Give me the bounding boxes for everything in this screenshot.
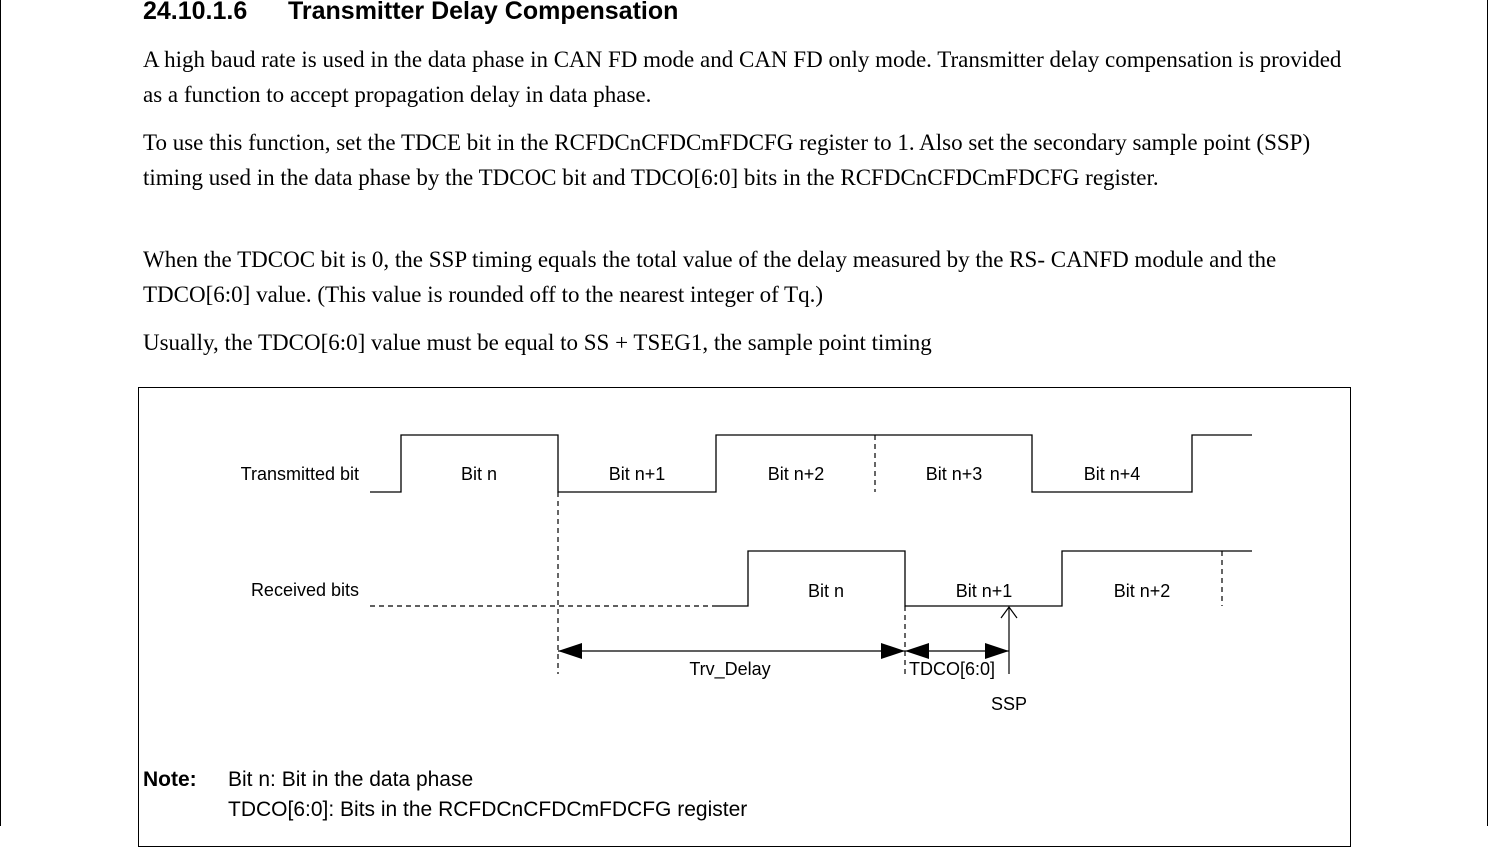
transmitted-bit-label: Transmitted bit	[241, 464, 359, 484]
rx-bit-label: Bit n	[808, 581, 844, 601]
page-border-left	[0, 0, 1, 826]
transmitted-waveform	[370, 434, 1252, 493]
timing-diagram: Transmitted bit Received bits Bit n Bit …	[241, 434, 1252, 714]
tx-bit-label: Bit n+2	[768, 464, 825, 484]
tdco-label: TDCO[6:0]	[909, 659, 995, 679]
ssp-pointer-head	[1000, 605, 1018, 619]
paragraph-tdcoc: When the TDCOC bit is 0, the SSP timing …	[143, 247, 1277, 307]
tx-bit-label: Bit n+1	[609, 464, 666, 484]
ssp-label: SSP	[991, 694, 1027, 714]
note-label: Note:	[143, 768, 197, 791]
section-heading: 24.10.1.6 Transmitter Delay Compensation	[143, 0, 678, 28]
note-line: TDCO[6:0]: Bits in the RCFDCnCFDCmFDCFG …	[228, 798, 748, 821]
note-line: Bit n: Bit in the data phase	[228, 768, 474, 791]
timing-figure: Transmitted bit Received bits Bit n Bit …	[138, 387, 1351, 847]
received-bits-label: Received bits	[251, 580, 359, 600]
rx-bit-label: Bit n+1	[956, 581, 1013, 601]
paragraph-setup: To use this function, set the TDCE bit i…	[143, 130, 1311, 190]
tx-bit-label: Bit n	[461, 464, 497, 484]
section-number: 24.10.1.6	[143, 0, 248, 25]
tx-bit-label: Bit n+3	[926, 464, 983, 484]
rx-bit-label: Bit n+2	[1114, 581, 1171, 601]
paragraph-intro: A high baud rate is used in the data pha…	[143, 47, 1342, 107]
tx-bit-label: Bit n+4	[1084, 464, 1141, 484]
trv-delay-label: Trv_Delay	[689, 659, 770, 680]
page-border-right	[1487, 0, 1488, 826]
section-title: Transmitter Delay Compensation	[288, 0, 679, 25]
received-waveform	[716, 550, 1252, 607]
paragraph-usually: Usually, the TDCO[6:0] value must be equ…	[143, 330, 932, 355]
